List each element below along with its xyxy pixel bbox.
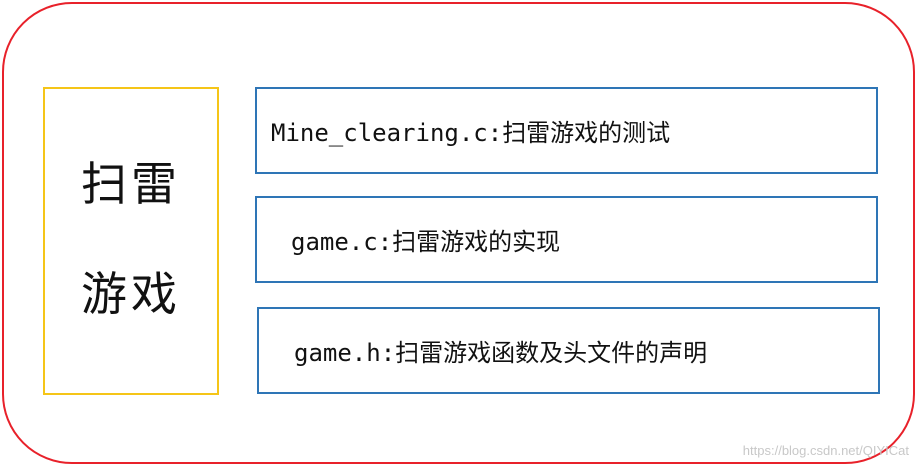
file-description-game-h: game.h:扫雷游戏函数及头文件的声明 [294,339,708,367]
title-line-1: 扫雷 [81,157,181,211]
file-description-game-c: game.c:扫雷游戏的实现 [291,228,561,256]
file-description-mine-clearing-c: Mine_clearing.c:扫雷游戏的测试 [271,119,671,147]
file-box-game-h: game.h:扫雷游戏函数及头文件的声明 [257,307,880,394]
file-box-mine-clearing-c: Mine_clearing.c:扫雷游戏的测试 [255,87,878,174]
watermark: https://blog.csdn.net/QIYICat [742,443,909,458]
title-box: 扫雷 游戏 [43,87,219,395]
title-line-2: 游戏 [81,267,181,321]
outer-frame [2,2,915,464]
file-box-game-c: game.c:扫雷游戏的实现 [255,196,878,283]
